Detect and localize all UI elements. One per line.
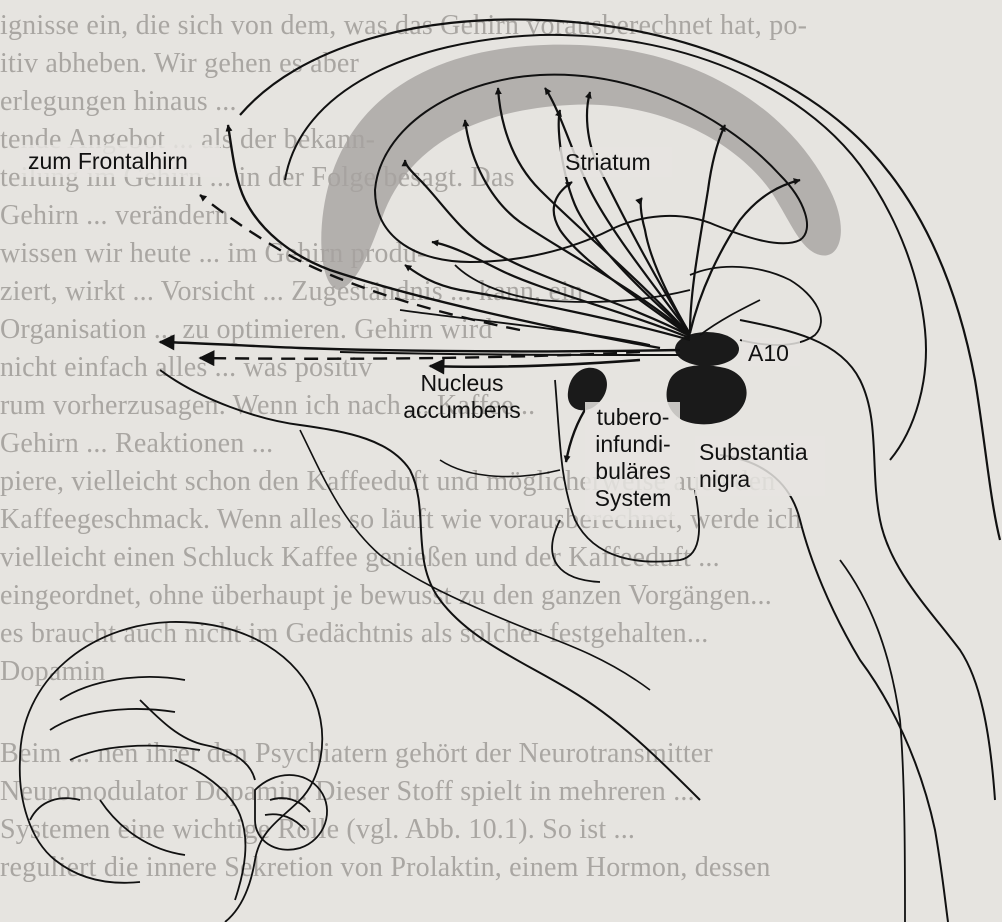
label-a10: A10 — [748, 340, 789, 367]
page-text-line: ignisse ein, die sich von dem, was das G… — [0, 12, 1002, 40]
page-text-line: wissen wir heute ... im Gehirn produ- — [0, 240, 1002, 268]
label-nucleus-line1: Nucleus — [382, 370, 542, 397]
label-tubero-line2: infundi- — [583, 431, 683, 458]
page-text-line: Gehirn ... Reaktionen ... — [0, 430, 1002, 458]
page-text-line: Dopamin — [0, 658, 1002, 686]
label-striatum: Striatum — [565, 149, 651, 176]
page-text-line: Beim ... nen ihrer den Psychiatern gehör… — [0, 740, 1002, 768]
label-tubero-line4: System — [583, 485, 683, 512]
label-frontalhirn: zum Frontalhirn — [28, 148, 188, 175]
a10-nucleus — [675, 332, 739, 366]
label-substantia-line2: nigra — [699, 466, 808, 493]
page-text-line: reguliert die innere Sekretion von Prola… — [0, 854, 1002, 882]
page-text-line: vielleicht einen Schluck Kaffee genießen… — [0, 544, 1002, 572]
label-substantia-nigra: Substantia nigra — [699, 439, 808, 493]
label-nucleus-line2: accumbens — [382, 397, 542, 424]
page-text-line: piere, vielleicht schon den Kaffeeduft u… — [0, 468, 1002, 496]
page-text-line: Systemen eine wichtige Rolle (vgl. Abb. … — [0, 816, 1002, 844]
page-text-line: eingeordnet, ohne überhaupt je bewusst z… — [0, 582, 1002, 610]
label-tubero-line3: buläres — [583, 458, 683, 485]
label-tuberoinfundibular: tubero- infundi- buläres System — [583, 404, 683, 512]
page-text-line: Gehirn ... verändern — [0, 202, 1002, 230]
page-text-line: Kaffeegeschmack. Wenn alles so läuft wie… — [0, 506, 1002, 534]
page-text-line: Organisation ... zu optimieren. Gehirn w… — [0, 316, 1002, 344]
page-text-line: Neuromodulator Dopamin. Dieser Stoff spi… — [0, 778, 1002, 806]
label-tubero-line1: tubero- — [583, 404, 683, 431]
label-substantia-line1: Substantia — [699, 439, 808, 466]
label-nucleus-accumbens: Nucleus accumbens — [382, 370, 542, 424]
